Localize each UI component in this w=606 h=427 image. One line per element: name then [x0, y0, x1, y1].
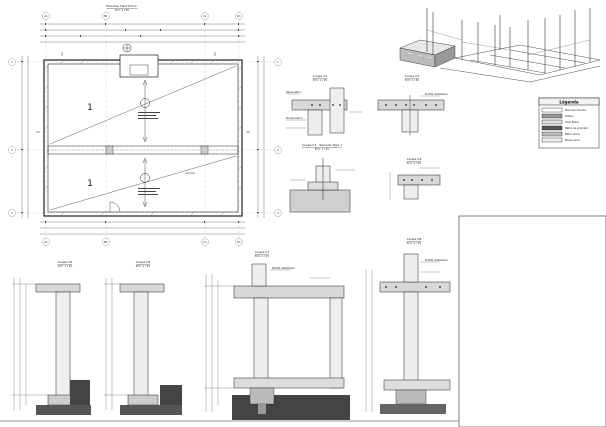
svg-text:Réservation: Réservation — [286, 90, 302, 94]
slab-marker-bottom-icon — [140, 173, 150, 183]
svg-text:Coupe C2: Coupe C2 — [405, 74, 420, 78]
section-markers — [36, 52, 250, 174]
outer-wall — [43, 59, 243, 217]
svg-text:Profilé métallique: Profilé métallique — [272, 266, 295, 270]
svg-text:Coupe C5: Coupe C5 — [58, 260, 73, 264]
svg-text:3: 3 — [11, 211, 13, 215]
svg-text:D1: D1 — [237, 14, 241, 18]
svg-text:Coupe C1: Coupe C1 — [313, 74, 328, 78]
svg-text:C1: C1 — [203, 240, 207, 244]
plan-title: Plancher Haut R.D.C. — [106, 4, 137, 8]
svg-text:2: 2 — [277, 148, 279, 152]
room-label-bottom: 1 — [87, 179, 93, 189]
svg-text:Ech: 1 / 25: Ech: 1 / 25 — [136, 264, 150, 268]
slab-diagonal-top — [49, 65, 237, 145]
axis-labels-top: A1 B1 C1 D1 A1 B1 C1 D1 1 2 3 1 2 3 — [11, 14, 279, 244]
svg-text:Plancher Hourdis: Plancher Hourdis — [565, 108, 587, 112]
dimension-ticks — [21, 23, 259, 223]
svg-text:1: 1 — [277, 60, 279, 64]
column-1 — [105, 145, 114, 155]
svg-text:Coupe C3 - Semelle Type 1: Coupe C3 - Semelle Type 1 — [302, 143, 342, 147]
plan-dimensions — [21, 23, 265, 235]
svg-text:Voile Béton: Voile Béton — [565, 120, 580, 124]
axis-bubbles-top — [8, 12, 282, 246]
svg-text:B1: B1 — [104, 240, 108, 244]
svg-text:Ech: 1 / 25: Ech: 1 / 25 — [407, 161, 421, 165]
inner-wall — [47, 63, 239, 213]
section-c6: Coupe C6 Ech: 1 / 25 — [104, 260, 182, 415]
title-block-frame — [458, 215, 606, 427]
svg-text:A1: A1 — [44, 240, 48, 244]
stair-opening — [119, 54, 159, 78]
svg-text:Ech: 1 / 25: Ech: 1 / 25 — [313, 78, 327, 82]
svg-text:2: 2 — [11, 148, 13, 152]
svg-text:Béton armé: Béton armé — [565, 132, 580, 136]
slab-diagonal-bottom — [49, 155, 237, 211]
legend: Légende Plancher Hourdis Poteau Voile Bé… — [538, 97, 600, 149]
svg-text:Ech: 1 / 25: Ech: 1 / 25 — [405, 78, 419, 82]
plan-notes — [138, 112, 160, 195]
svg-text:A1: A1 — [44, 14, 48, 18]
section-c8: Coupe C8 Ech: 1 / 25 Profilé métallique — [365, 237, 451, 414]
section-c7: Coupe C7 Ech: 1 / 25 Profilé métallique — [204, 250, 350, 420]
svg-text:Poteau: Poteau — [565, 114, 574, 118]
legend-items — [541, 107, 563, 143]
svg-text:Maçonnerie: Maçonnerie — [565, 138, 580, 142]
svg-text:Coupe C4: Coupe C4 — [407, 157, 422, 161]
section-c4: Coupe C4 Ech: 1 / 25 — [389, 157, 441, 200]
span-arrows — [142, 79, 148, 208]
svg-text:Ech: 1 / 25: Ech: 1 / 25 — [58, 264, 72, 268]
svg-text:Coupe C8: Coupe C8 — [407, 237, 422, 241]
svg-text:1: 1 — [11, 60, 13, 64]
room-label-top: 1 — [87, 103, 93, 113]
svg-text:D1: D1 — [237, 240, 241, 244]
slab-marker-top-icon — [140, 98, 150, 108]
svg-text:Profilé métallique: Profilé métallique — [425, 258, 448, 262]
isometric-view — [399, 8, 601, 83]
column-2 — [200, 145, 209, 155]
section-c2: Coupe C2 Ech: 1 / 25 Profilé métallique — [377, 74, 448, 135]
section-c5: Coupe C5 Ech: 1 / 25 — [12, 260, 91, 415]
svg-text:Coupe C6: Coupe C6 — [136, 260, 151, 264]
legend-title: Légende — [559, 100, 579, 105]
door-swing — [109, 201, 121, 213]
stair-symbol-icon — [122, 43, 132, 53]
svg-text:Ech: 1 / 25: Ech: 1 / 25 — [315, 147, 329, 151]
wall-hatch — [43, 59, 243, 217]
floor-plan: Plancher Haut R.D.C. Ech: 1 / 50 A1 B1 C… — [8, 4, 282, 246]
svg-text:Profilé métallique: Profilé métallique — [425, 92, 448, 96]
svg-text:B1: B1 — [104, 14, 108, 18]
svg-text:Ech: 1 / 25: Ech: 1 / 25 — [407, 241, 421, 245]
svg-text:C1: C1 — [203, 14, 207, 18]
svg-text:Béton de propreté: Béton de propreté — [565, 126, 588, 130]
svg-text:Ech: 1 / 25: Ech: 1 / 25 — [255, 254, 269, 258]
svg-text:Poutre béton: Poutre béton — [286, 116, 303, 120]
section-c1: Coupe C1 Ech: 1 / 25 Réservation Poutre … — [286, 74, 362, 136]
svg-text:Coupe C7: Coupe C7 — [255, 250, 270, 254]
section-c3: Coupe C3 - Semelle Type 1 Ech: 1 / 25 — [289, 143, 355, 213]
plan-scale: Ech: 1 / 50 — [115, 8, 129, 12]
svg-text:3: 3 — [277, 211, 279, 215]
